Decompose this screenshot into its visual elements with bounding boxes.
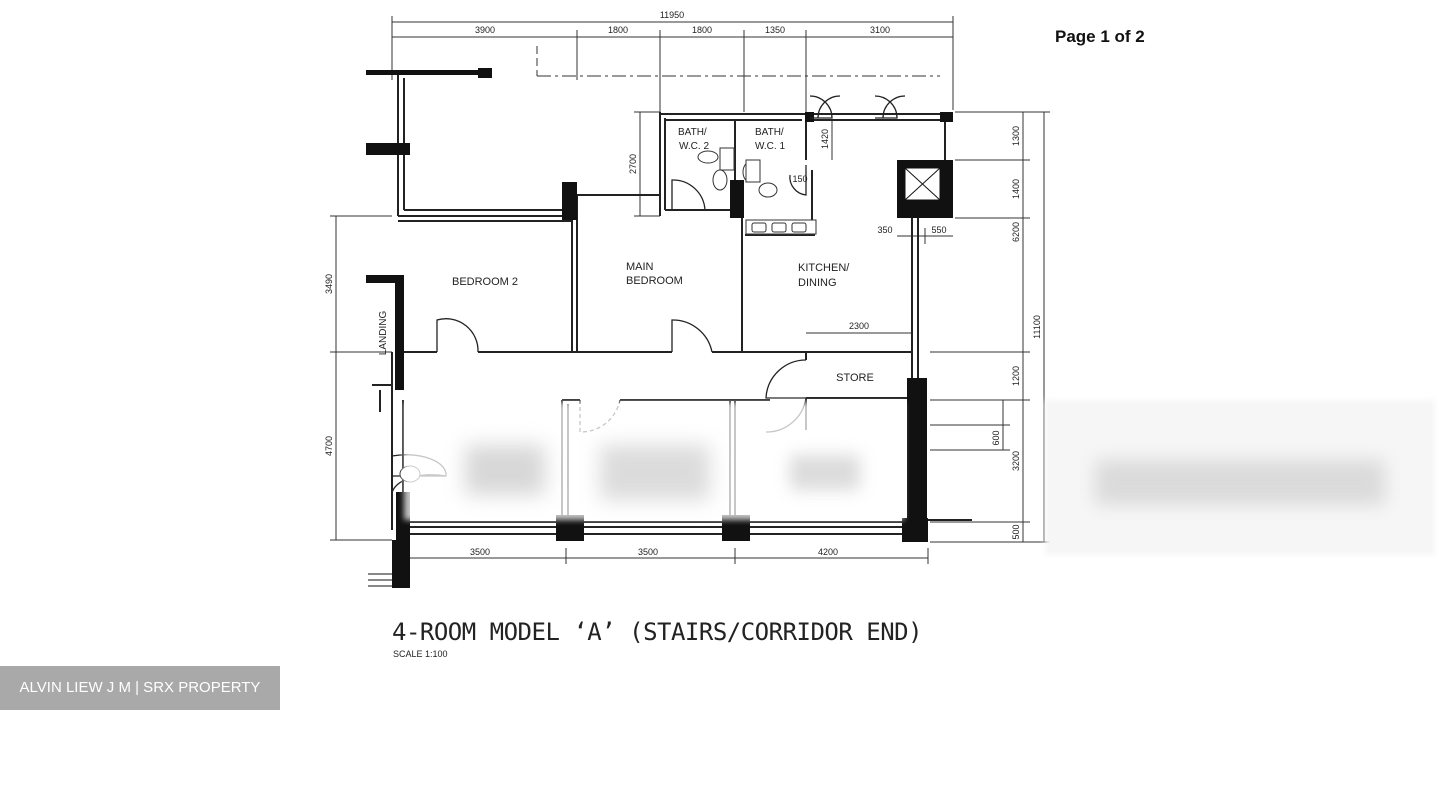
lift-shaft	[904, 167, 941, 201]
dim-bottom-2: 3500	[638, 547, 658, 557]
dim-right-4: 1200	[1011, 366, 1021, 386]
dim-store-width: 2300	[849, 321, 869, 331]
dimension-labels: 11950 3900 1800 1800 1350 3100 11100 130…	[324, 10, 1042, 557]
landing-hatch	[368, 573, 408, 587]
dim-right-small: 600	[991, 430, 1001, 445]
blurred-smudge-3	[790, 455, 860, 490]
room-bath2-line2: W.C. 2	[679, 141, 709, 152]
sanitary-fixtures	[399, 147, 817, 483]
watermark-banner: ALVIN LIEW J M | SRX PROPERTY	[0, 666, 280, 710]
room-kitchen-line1: KITCHEN/	[798, 262, 850, 274]
dim-top-5: 3100	[870, 25, 890, 35]
dim-bottom-1: 3500	[470, 547, 490, 557]
dim-right-outer: 11100	[1032, 315, 1042, 339]
dim-shaft-right: 550	[931, 225, 946, 235]
room-main-bedroom-line1: MAIN	[626, 261, 654, 273]
dim-left-2: 4700	[324, 436, 334, 456]
room-bath1-line2: W.C. 1	[755, 141, 785, 152]
dim-top-2: 1800	[608, 25, 628, 35]
dim-overall: 11950	[660, 10, 684, 20]
dim-right-6: 500	[1011, 524, 1021, 539]
blurred-smudge-2	[600, 445, 710, 500]
dim-right-2: 1400	[1011, 179, 1021, 199]
dim-right-1: 1300	[1011, 126, 1021, 146]
dim-top-3: 1800	[692, 25, 712, 35]
dim-bottom-3: 4200	[818, 547, 838, 557]
dim-bath-door: 1420	[820, 129, 830, 149]
dim-bath-height: 2700	[628, 154, 638, 174]
dimension-lines	[330, 16, 1050, 564]
room-bedroom-2: BEDROOM 2	[452, 276, 518, 288]
dim-top-4: 1350	[765, 25, 785, 35]
room-labels: BEDROOM 2 MAIN BEDROOM KITCHEN/ DINING B…	[378, 127, 874, 384]
dim-bath-small: 150	[792, 174, 807, 184]
room-kitchen-line2: DINING	[798, 277, 837, 289]
plan-title: 4-ROOM MODEL ‘A’ (STAIRS/CORRIDOR END)	[392, 618, 923, 646]
room-bath2-line1: BATH/	[678, 127, 707, 138]
room-bath1-line1: BATH/	[755, 127, 784, 138]
dim-shaft-left: 350	[877, 225, 892, 235]
room-store: STORE	[836, 372, 874, 384]
room-main-bedroom-line2: BEDROOM	[626, 275, 683, 287]
dim-right-3: 6200	[1011, 222, 1021, 242]
blurred-smudge-4	[1095, 460, 1385, 505]
plan-scale: SCALE 1:100	[393, 649, 448, 659]
page-indicator: Page 1 of 2	[1055, 27, 1145, 46]
dim-right-5: 3200	[1011, 451, 1021, 471]
room-landing: LANDING	[378, 311, 389, 356]
dim-left-1: 3490	[324, 274, 334, 294]
blurred-smudge-1	[465, 445, 545, 495]
dim-top-1: 3900	[475, 25, 495, 35]
